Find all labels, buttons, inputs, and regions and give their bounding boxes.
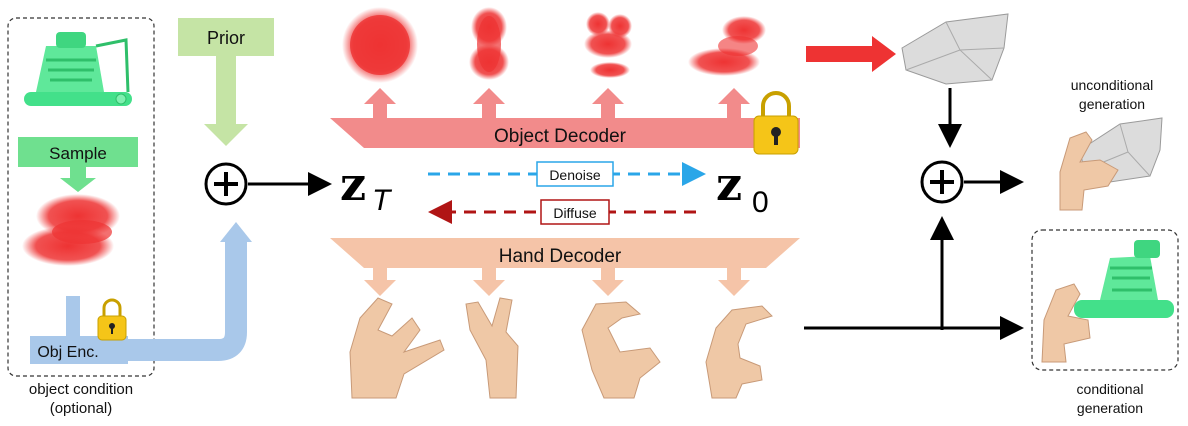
object-condition-panel: Sample Obj Enc. object condition (option… [7, 17, 155, 417]
conditional-hand [1041, 283, 1091, 363]
unconditional-generation-caption: generation [1079, 96, 1145, 112]
hand-mesh-3 [581, 301, 661, 399]
sample-down-arrow [60, 167, 96, 192]
latent-z0: z 0 [716, 157, 769, 219]
denoise-label-box: Denoise [536, 161, 614, 187]
point-cloud-3 [584, 12, 632, 78]
sample-box: Sample [18, 137, 138, 167]
encoder-label: Obj Enc. [37, 344, 98, 361]
conditional-generation-caption: generation [1077, 400, 1143, 416]
conditional-caption: conditional [1077, 381, 1144, 397]
zt-subscript: T [372, 184, 393, 217]
sample-point-cloud [22, 194, 120, 266]
diffuse-label: Diffuse [553, 205, 597, 221]
object-decoder-label: Object Decoder [494, 126, 627, 147]
object-encoder: Obj Enc. [30, 296, 128, 364]
point-cloud-4 [688, 16, 766, 76]
object-condition-caption: object condition [29, 381, 133, 398]
denoise-label: Denoise [549, 167, 601, 183]
prior-label: Prior [207, 28, 245, 48]
hand-mesh-4 [705, 305, 773, 399]
hand-mesh-1 [349, 297, 445, 399]
hand-decoder: Hand Decoder [330, 238, 800, 296]
hand-mesh-2 [465, 297, 519, 399]
combine-plus-icon [204, 162, 248, 206]
decoder-lock-icon [753, 91, 799, 155]
generated-object-mesh [901, 13, 1009, 85]
unconditional-caption: unconditional [1071, 77, 1154, 93]
point-cloud-1 [342, 7, 418, 83]
green-object-model [24, 32, 132, 106]
conditional-green-object [1074, 240, 1174, 318]
zt-symbol: z [340, 157, 366, 211]
encoder-lock-icon [97, 298, 127, 341]
condition-flow-arrowhead [220, 222, 252, 242]
optional-caption: (optional) [50, 400, 113, 417]
z0-subscript: 0 [752, 186, 769, 219]
latent-zt: z T [340, 157, 393, 217]
prior-block: Prior [178, 18, 274, 146]
object-output-arrow [806, 36, 896, 72]
conditional-result-panel [1031, 229, 1179, 371]
combine-output-plus-icon [920, 160, 964, 204]
diffuse-label-box: Diffuse [540, 199, 610, 225]
condition-flow-pipe [128, 240, 247, 361]
unconditional-result [1059, 117, 1163, 211]
point-cloud-2 [469, 7, 509, 80]
hand-decoder-label: Hand Decoder [499, 246, 622, 267]
object-decoder: Object Decoder [330, 88, 800, 155]
sample-label: Sample [49, 144, 107, 163]
z0-symbol: z [716, 157, 742, 211]
